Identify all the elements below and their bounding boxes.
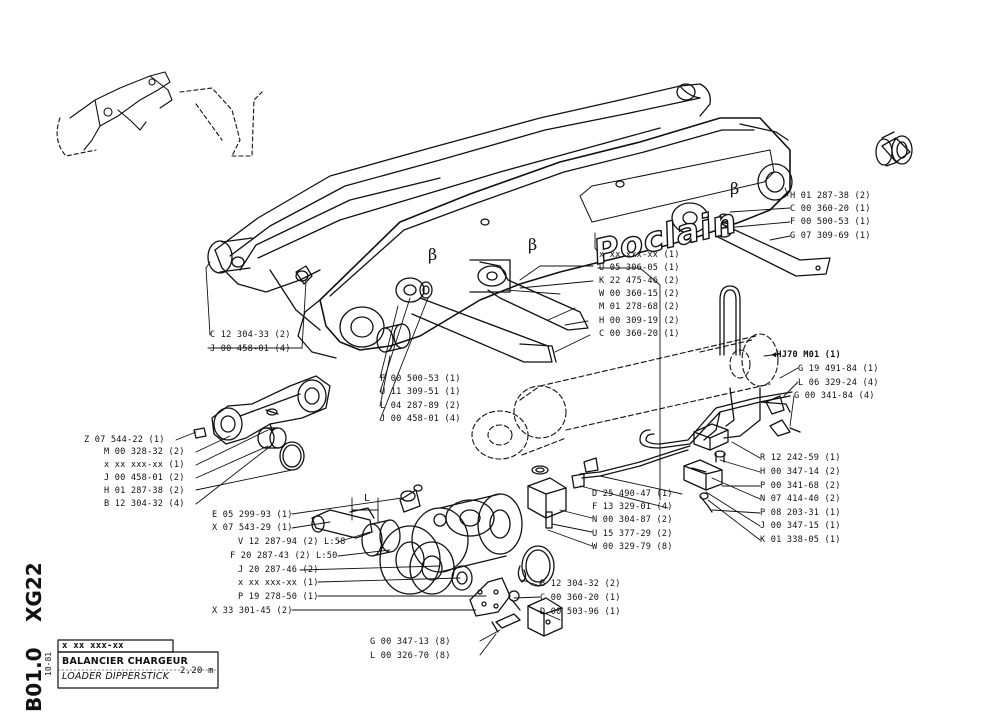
part-label: B 12 304-32 (4)	[104, 499, 185, 509]
part-label: P 00 341-68 (2)	[760, 481, 841, 491]
part-label: N 00 304-87 (2)	[592, 515, 673, 525]
part-label: D 00 503-96 (1)	[540, 607, 621, 617]
part-label: H 00 309-19 (2)	[599, 316, 680, 326]
part-label: V 12 287-94 (2) L:58	[238, 537, 346, 547]
leader-lines	[175, 187, 799, 656]
part-label: C 00 360-20 (1)	[540, 593, 621, 603]
part-label: K 01 338-05 (1)	[760, 535, 841, 545]
part-label: R 12 242-59 (1)	[760, 453, 841, 463]
beta-mark-2: β	[528, 235, 538, 254]
dipperstick-arm	[214, 83, 791, 359]
part-label: G 00 341-84 (4)	[794, 391, 875, 401]
part-label: x xx xxx-xx (1)	[238, 578, 319, 588]
lube-piping	[579, 387, 793, 479]
part-label: J 20 287-46 (2)	[238, 565, 319, 575]
part-label: G 00 347-13 (8)	[370, 637, 451, 647]
part-label: X 33 301-45 (2)	[212, 606, 293, 616]
part-label: L 00 326-70 (8)	[370, 651, 451, 661]
part-label: C 12 304-33 (2)	[210, 330, 291, 340]
issue-date: 10-81	[44, 651, 53, 676]
part-label: L 06 329-24 (4)	[798, 378, 879, 388]
grease-block	[527, 465, 567, 529]
part-label: C 00 360-20 (1)	[599, 329, 680, 339]
part-label: J 00 458-01 (2)	[104, 473, 185, 483]
arm-pins	[411, 213, 831, 363]
part-label: H 01 287-38 (2)	[104, 486, 185, 496]
part-label: U 05 306-05 (1)	[599, 263, 680, 273]
part-label: K 22 475-46 (2)	[599, 276, 680, 286]
part-label: F 00 500-53 (1)	[380, 374, 461, 384]
part-label: F 00 500-53 (1)	[790, 217, 871, 227]
part-label: W 00 360-15 (2)	[599, 289, 680, 299]
part-label: H 01 287-38 (2)	[790, 191, 871, 201]
part-label: W 00 329-79 (8)	[592, 542, 673, 552]
ref-number: x xx xxx-xx	[62, 641, 124, 651]
part-label: U 15 377-29 (2)	[592, 529, 673, 539]
part-label: G 07 309-69 (1)	[790, 231, 871, 241]
title-en: LOADER DIPPERSTICK	[62, 671, 170, 682]
part-label: E 05 299-93 (1)	[212, 510, 293, 520]
title-fr: BALANCIER CHARGEUR	[62, 656, 189, 667]
lube-block	[571, 395, 801, 513]
part-label: J 00 347-15 (1)	[760, 521, 841, 531]
dimension-label: L	[364, 493, 371, 504]
hydraulic-cylinder-phantom	[471, 333, 779, 460]
model-code: XG22	[22, 562, 46, 622]
part-label: N 07 414-40 (2)	[760, 494, 841, 504]
length-dimension	[351, 497, 379, 523]
hose-loop	[719, 285, 741, 356]
part-label: J 00 458-01 (4)	[380, 414, 461, 424]
part-label: x xx xxx-xx (1)	[104, 460, 185, 470]
sheet-number: B01.0	[22, 647, 46, 712]
part-label: M 00 328-32 (2)	[104, 447, 185, 457]
part-label: F 13 329-01 (4)	[592, 502, 673, 512]
part-label: G 19 491-84 (1)	[798, 364, 879, 374]
part-label: C 00 360-20 (1)	[790, 204, 871, 214]
top-right-bushing	[875, 131, 913, 167]
left-pin	[207, 237, 313, 285]
part-label: x xx xxx-xx (1)	[599, 250, 680, 260]
part-label: J 00 458-01 (4)	[210, 344, 291, 354]
title-block-frame	[57, 639, 219, 689]
part-label: B 12 304-32 (2)	[540, 579, 621, 589]
part-label: D 25 490-47 (1)	[592, 489, 673, 499]
part-label: L 04 287-89 (2)	[380, 401, 461, 411]
part-label: Z 07 544-22 (1)	[84, 435, 165, 445]
overview-sketch	[56, 71, 263, 157]
part-label: H 00 347-14 (2)	[760, 467, 841, 477]
bucket-link-assembly	[311, 484, 563, 637]
connecting-link	[193, 375, 331, 445]
length-value: 2,20 m	[180, 666, 214, 676]
part-label: M 01 278-68 (2)	[599, 302, 680, 312]
part-label: HJ70 M01 (1)	[776, 350, 841, 360]
part-label: X 07 543-29 (1)	[212, 523, 293, 533]
beta-mark-1: β	[428, 245, 438, 264]
part-label: U 11 309-51 (1)	[380, 387, 461, 397]
part-label: P 08 203-31 (1)	[760, 508, 841, 518]
part-label: F 20 287-43 (2) L:50	[230, 551, 338, 561]
beta-mark-3: β	[730, 179, 740, 198]
part-label: P 19 278-50 (1)	[238, 592, 319, 602]
part-label-hj70: ◀HJ70 M01 (1)	[771, 350, 841, 360]
